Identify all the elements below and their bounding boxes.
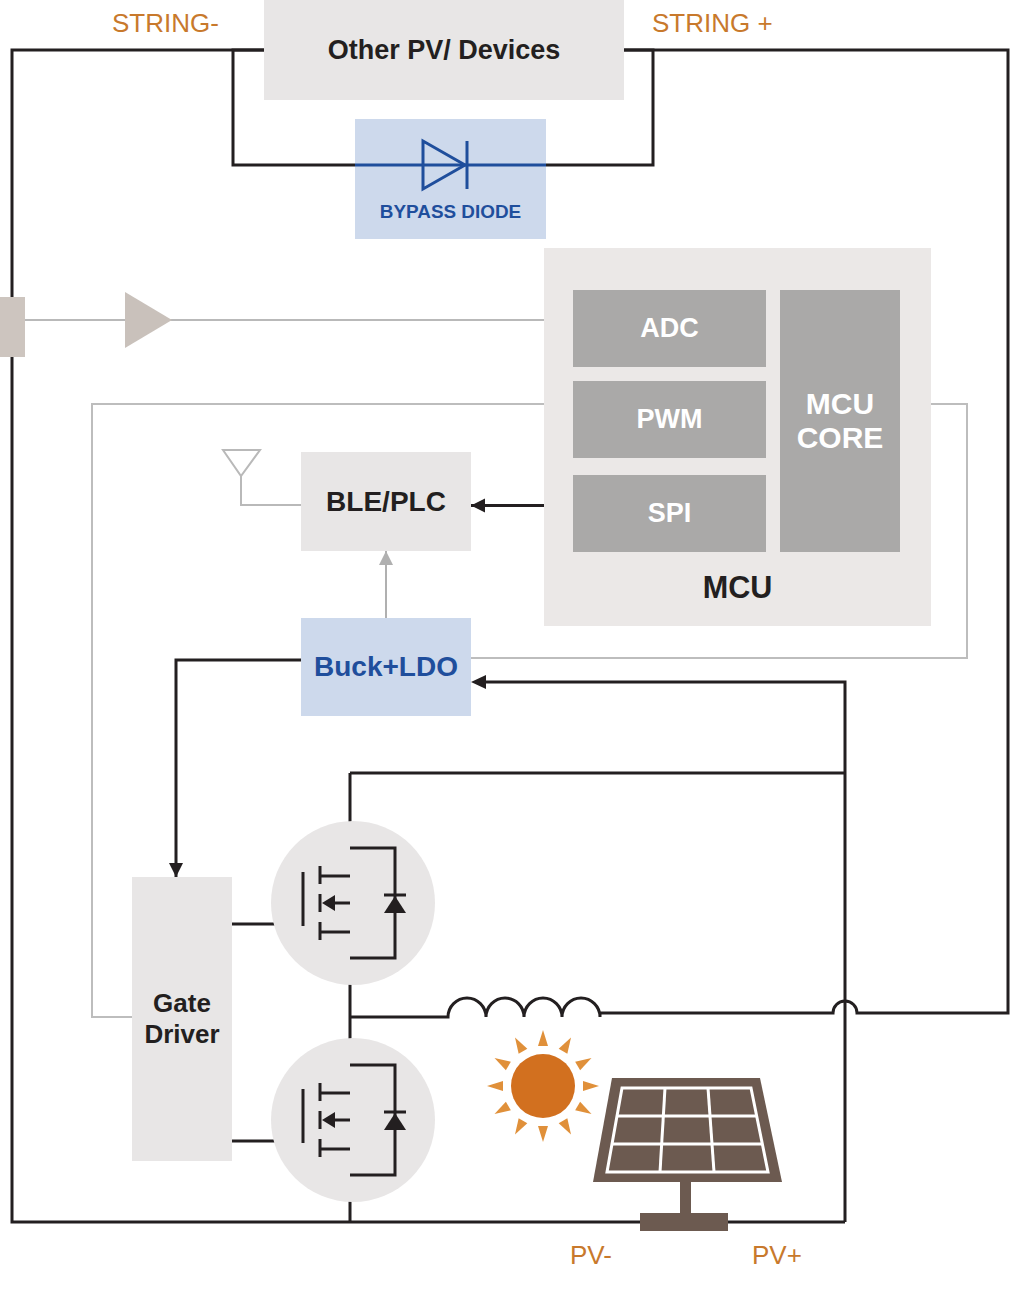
device-box: Other PV/ Devices [264, 0, 624, 100]
regulator-box: Buck+LDO [301, 618, 471, 716]
radio-box: BLE/PLC [301, 452, 471, 551]
core-box: MCU CORE [780, 290, 900, 552]
signal-connector [176, 660, 301, 877]
diode-box: BYPASS DIODE [355, 119, 546, 239]
mcu-box: MCU ADC PWM SPI MCU CORE [544, 248, 931, 626]
box-text: BLE/PLC [326, 486, 446, 518]
peripheral-box: ADC [573, 290, 766, 367]
power-wires [12, 50, 1008, 1222]
peripheral-box: PWM [573, 381, 766, 458]
signal-connector [385, 551, 387, 618]
box-text: MCU CORE [784, 387, 896, 455]
antenna-symbol [223, 450, 301, 505]
box-text: MCU [544, 570, 931, 605]
terminal-label: PV- [568, 1240, 614, 1270]
diode-symbol [355, 119, 546, 199]
solar-panel [593, 1078, 782, 1231]
box-text: Other PV/ Devices [328, 35, 561, 66]
driver-box: Gate Driver [132, 877, 232, 1161]
mosfet-low [271, 1038, 435, 1202]
peripheral-box: SPI [573, 475, 766, 552]
current-sensor [0, 297, 25, 357]
box-text: Gate Driver [136, 988, 228, 1050]
amplifier-symbol [125, 292, 172, 348]
terminal-label: PV+ [750, 1240, 804, 1270]
box-text: ADC [640, 313, 699, 344]
terminal-label: STRING- [110, 8, 221, 38]
terminal-label: STRING + [650, 8, 775, 38]
sun-icon [487, 1030, 599, 1142]
box-text: SPI [648, 498, 692, 529]
arrowhead [471, 675, 486, 689]
box-text: Buck+LDO [314, 651, 458, 683]
mosfet-high [271, 821, 435, 985]
box-text: PWM [637, 404, 703, 435]
sense-line [25, 319, 573, 321]
box-text: BYPASS DIODE [355, 201, 546, 223]
